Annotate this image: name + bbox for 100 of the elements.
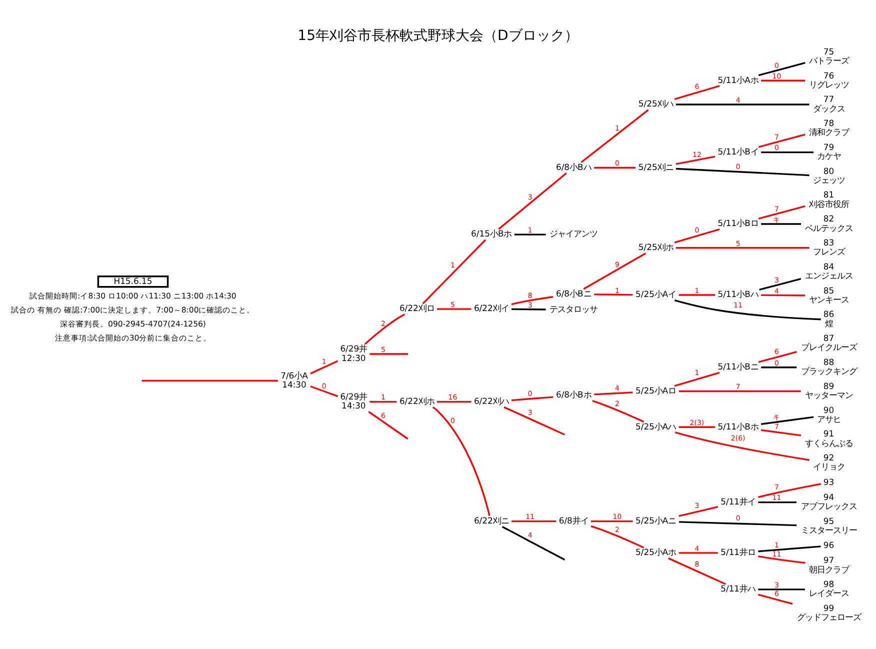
edge-label: 6 xyxy=(380,410,386,420)
edge-label: 0 xyxy=(528,389,532,398)
edge-label: 2(3) xyxy=(690,418,704,427)
connector xyxy=(370,353,408,355)
node-text: 93 xyxy=(823,476,834,487)
edge-label: 7 xyxy=(736,382,740,392)
connector xyxy=(668,558,726,585)
edge-label: 2(6) xyxy=(730,433,746,442)
node-text: 78 清和クラブ xyxy=(808,118,849,138)
node-text: 6/29井 14:30 xyxy=(340,391,368,411)
connector xyxy=(758,62,806,76)
connector xyxy=(511,520,556,522)
node-text: 5/11井イ xyxy=(720,496,756,506)
edge-label: 0 xyxy=(736,514,740,523)
connector xyxy=(676,156,716,165)
node-text: 81 刈谷市役所 xyxy=(808,190,849,209)
connector xyxy=(422,239,486,304)
node-text: 6/8小Bホ xyxy=(556,390,592,400)
edge-label: 1 xyxy=(614,286,620,295)
connector xyxy=(676,168,810,176)
connector xyxy=(678,521,797,526)
connector xyxy=(364,314,406,345)
edge-label: 8 xyxy=(694,559,700,568)
connector xyxy=(761,223,801,225)
node-text: テスタロッサ xyxy=(550,304,598,314)
node-text: 6/15小Bホ xyxy=(471,228,512,239)
edge-label: 0 xyxy=(450,416,455,425)
node-text: 91 すくらんぶる xyxy=(804,428,853,448)
node-text: 6/22刈ロ xyxy=(399,303,434,314)
connector xyxy=(590,525,644,548)
edge-label: 11 xyxy=(772,549,782,558)
edge-label: 1 xyxy=(450,260,455,270)
edge-label: 5 xyxy=(380,344,386,354)
edge-label: 1 xyxy=(694,286,700,295)
connector xyxy=(310,386,338,398)
connector xyxy=(758,483,822,498)
edge-label: 1 xyxy=(774,540,779,550)
connector xyxy=(758,588,805,590)
connector xyxy=(368,411,408,440)
node-text: 5/11小Bイ xyxy=(718,146,758,156)
node-text: 5/11井ハ xyxy=(720,584,756,594)
edge-label: 0 xyxy=(614,158,620,168)
node-text: 79 カケヤ xyxy=(816,142,841,162)
connector xyxy=(674,228,720,244)
node-text: 83 フレンズ xyxy=(812,238,845,257)
edge-label: 7 xyxy=(774,482,779,492)
edge-label: 5 xyxy=(736,238,740,248)
connector xyxy=(678,426,716,428)
node-text: 88 ブラックキング xyxy=(800,356,857,376)
connector xyxy=(142,380,278,382)
connector xyxy=(432,406,490,516)
node-text: 5/11小Bホ xyxy=(718,421,758,432)
edge-label: 4 xyxy=(774,286,779,296)
node-text: 5/11井ロ xyxy=(720,547,756,558)
node-text: 6/8小Bニ xyxy=(556,288,592,298)
edge-label: 7 xyxy=(774,422,779,432)
edge-label: 10 xyxy=(612,512,622,522)
connector xyxy=(511,308,546,310)
edge-label: 1 xyxy=(380,392,386,402)
edge-label: 2 xyxy=(380,318,386,328)
connector xyxy=(760,429,802,436)
node-text: 5/25小Aロ xyxy=(636,385,676,396)
connector xyxy=(675,432,810,461)
connector xyxy=(676,247,810,249)
edge-label: 0 xyxy=(774,143,779,152)
node-text: 6/22刈ハ xyxy=(474,396,509,406)
node-text: 5/11小Bハ xyxy=(718,289,758,300)
node-text: 87 ブレイクルーズ xyxy=(800,333,857,352)
connector xyxy=(583,252,646,290)
node-box: H15.6.15 xyxy=(97,275,169,288)
node-text: 94 アブフレックス xyxy=(800,492,857,512)
connector xyxy=(674,85,720,100)
node-text: 90 アサヒ xyxy=(816,404,841,424)
node-text: 5/25小Aハ xyxy=(636,421,676,432)
node-text: 6/8小Bハ xyxy=(556,162,592,172)
edge-label: 0 xyxy=(322,381,326,390)
node-text: 5/25刈ハ xyxy=(638,98,674,109)
node-text: 89 ヤッターマン xyxy=(804,380,853,400)
connector xyxy=(758,205,806,220)
node-text: 5/25刈ホ xyxy=(638,242,674,252)
edge-label: 3 xyxy=(528,192,532,202)
connector xyxy=(590,520,633,522)
connector xyxy=(674,300,821,320)
node-text: 6/29井 12:30 xyxy=(340,344,368,363)
edge-label: キ xyxy=(773,412,780,422)
connector xyxy=(678,294,716,296)
node-text: 6/22刈ニ xyxy=(474,515,509,526)
edge-label: 16 xyxy=(448,392,458,402)
connector xyxy=(761,151,814,154)
connector xyxy=(310,360,338,374)
connector xyxy=(511,296,554,306)
edge-label: 0 xyxy=(736,162,740,172)
edge-label: 1 xyxy=(694,368,700,378)
edge-label: 4 xyxy=(528,530,532,540)
connector xyxy=(580,109,649,164)
connector xyxy=(437,400,472,403)
node-text: 6/8井イ xyxy=(558,515,588,526)
connector xyxy=(758,134,806,148)
node-text: 84 エンジェルス xyxy=(804,261,853,281)
edge-label: 3 xyxy=(528,300,532,310)
